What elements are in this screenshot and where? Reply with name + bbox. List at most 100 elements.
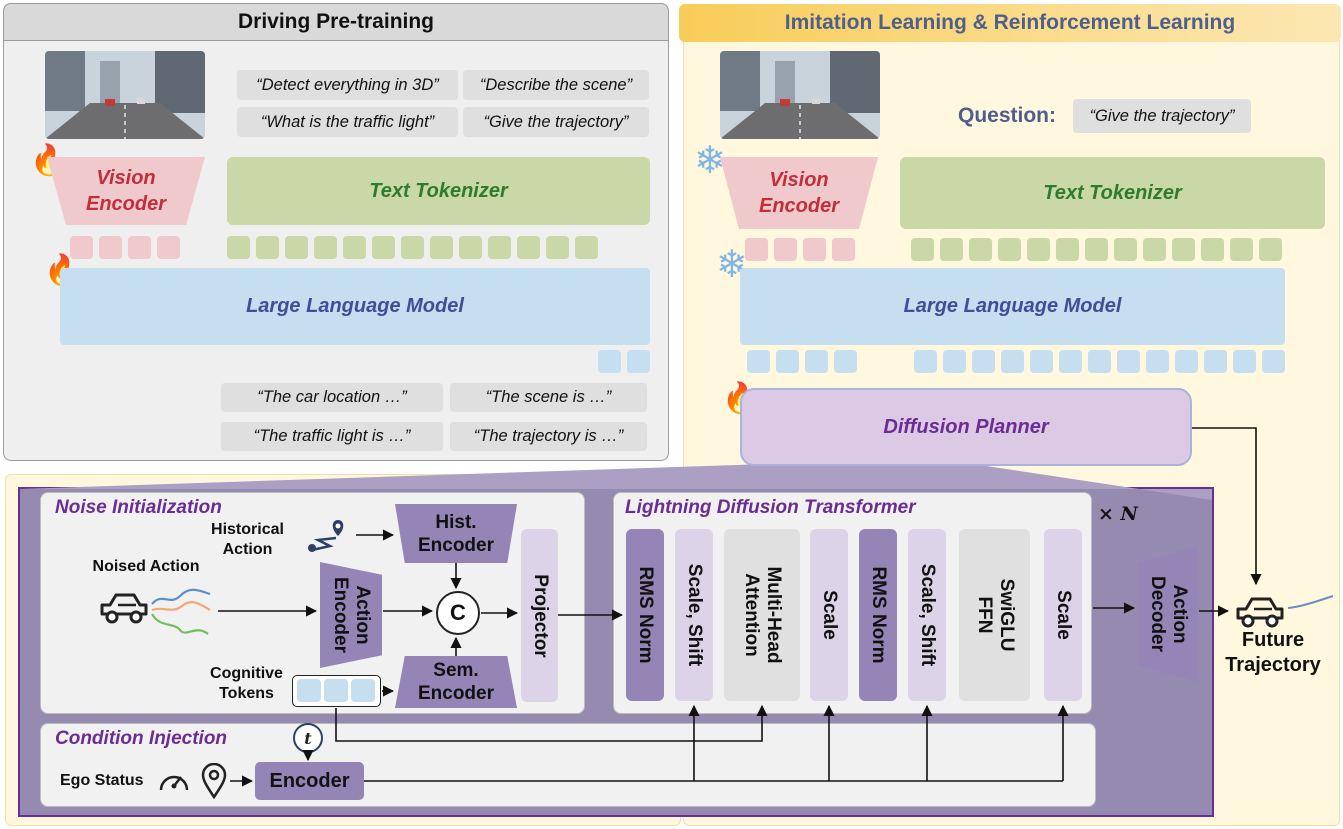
ldt-scale-2: Scale [1044,529,1082,701]
output-token [1030,350,1053,373]
speedometer-icon [157,766,191,801]
output-token [1262,350,1285,373]
output-token [914,350,937,373]
text-token [343,236,366,259]
vision-encoder: Vision Encoder [47,157,205,225]
vision-token [128,236,151,259]
text-token [1259,238,1282,261]
car-icon [96,586,152,633]
query-detect-3d: “Detect everything in 3D” [237,70,458,100]
location-pin-icon [201,762,227,804]
ldt-layer-label: SwiGLU FFN [973,578,1017,652]
text-token [401,236,424,259]
answer-trajectory: “The trajectory is …” [450,422,647,451]
driving-scene-image [45,51,205,139]
car-icon [1232,590,1288,637]
snowflake-icon: ❄ [694,140,726,182]
sem-encoder-line1: Sem. [433,660,479,681]
vision-encoder-line2: Encoder [758,195,840,217]
output-token [1233,350,1256,373]
condition-encoder: Encoder [255,762,364,800]
sem-encoder-line2: Encoder [417,683,495,704]
text-token [1085,238,1108,261]
pretraining-title: Driving Pre-training [3,3,669,41]
text-token [430,236,453,259]
action-decoder: Action Decoder [1138,546,1198,682]
text-token [372,236,395,259]
text-tokenizer: Text Tokenizer [227,157,650,225]
concat-operator: C [436,591,480,635]
ldt-rms-norm-1: RMS Norm [626,529,664,701]
cognitive-tokens-line2: Tokens [219,685,274,702]
text-token [969,238,992,261]
vision-token [832,238,855,261]
vision-token [157,236,180,259]
ldt-rms-norm-2: RMS Norm [859,529,897,701]
output-token [747,350,770,373]
vision-encoder-line1: Vision [769,169,829,191]
text-token [1027,238,1050,261]
action-decoder-label: Action Decoder [1146,576,1190,652]
ldt-scale-shift-1: Scale, Shift [675,529,713,701]
repeat-n-label: × N [1098,503,1138,525]
action-encoder-line2: Encoder [330,576,351,654]
route-pin-icon [304,516,352,559]
noise-initialization-title: Noise Initialization [55,497,222,518]
cognitive-token [297,679,321,702]
cognitive-token [351,679,375,702]
cognitive-token [324,679,348,702]
hist-encoder: Hist. Encoder [395,504,517,563]
ldt-layer-label: RMS Norm [868,566,889,664]
text-token [575,236,598,259]
text-token [314,236,337,259]
output-token [972,350,995,373]
cognitive-tokens-line1: Cognitive [210,665,283,682]
vision-token [774,238,797,261]
ldt-layer-label: RMS Norm [635,566,656,664]
ldt-scale-1: Scale [810,529,848,701]
historical-action-line2: Action [222,541,273,558]
ldt-swiglu-ffn: SwiGLU FFN [959,529,1030,701]
text-token [256,236,279,259]
text-token [227,236,250,259]
ldt-title: Lightning Diffusion Transformer [625,497,916,518]
text-token [1172,238,1195,261]
output-token [1117,350,1140,373]
ldt-scale-shift-2: Scale, Shift [908,529,946,701]
historical-action-label: Historical Action [200,520,295,560]
il-rl-title: Imitation Learning & Reinforcement Learn… [679,4,1341,42]
diffusion-planner: Diffusion Planner [740,388,1192,466]
vision-encoder-frozen: Vision Encoder [720,157,878,229]
question-text: “Give the trajectory” [1073,99,1251,133]
answer-scene: “The scene is …” [450,383,647,412]
ldt-layer-label: Scale, Shift [917,563,938,667]
output-token [1001,350,1024,373]
action-decoder-line2: Decoder [1147,575,1168,653]
text-token [1143,238,1166,261]
projector: Projector [521,529,558,702]
projector-label: Projector [529,573,551,658]
vision-token [745,238,768,261]
query-trajectory: “Give the trajectory” [463,107,649,137]
text-token [517,236,540,259]
question-label: Question: [958,104,1056,127]
text-token [1056,238,1079,261]
vision-token [803,238,826,261]
future-trajectory-line1: Future [1241,629,1305,651]
answer-traffic-light: “The traffic light is …” [221,422,443,451]
large-language-model-frozen: Large Language Model [740,268,1285,345]
output-token [598,350,621,373]
answer-car-location: “The car location …” [221,383,443,412]
ego-status-label: Ego Status [60,772,144,789]
future-trajectory-line2: Trajectory [1225,654,1321,676]
condition-injection-title: Condition Injection [55,728,228,749]
cognitive-tokens-label: Cognitive Tokens [204,664,289,704]
vision-encoder-bg [47,157,205,225]
action-encoder-line1: Action [352,585,373,645]
text-token [1230,238,1253,261]
historical-action-line1: Historical [211,521,284,538]
text-token [911,238,934,261]
future-trajectory-label: Future Trajectory [1210,628,1336,678]
hist-encoder-line1: Hist. [435,511,477,533]
text-token [1201,238,1224,261]
